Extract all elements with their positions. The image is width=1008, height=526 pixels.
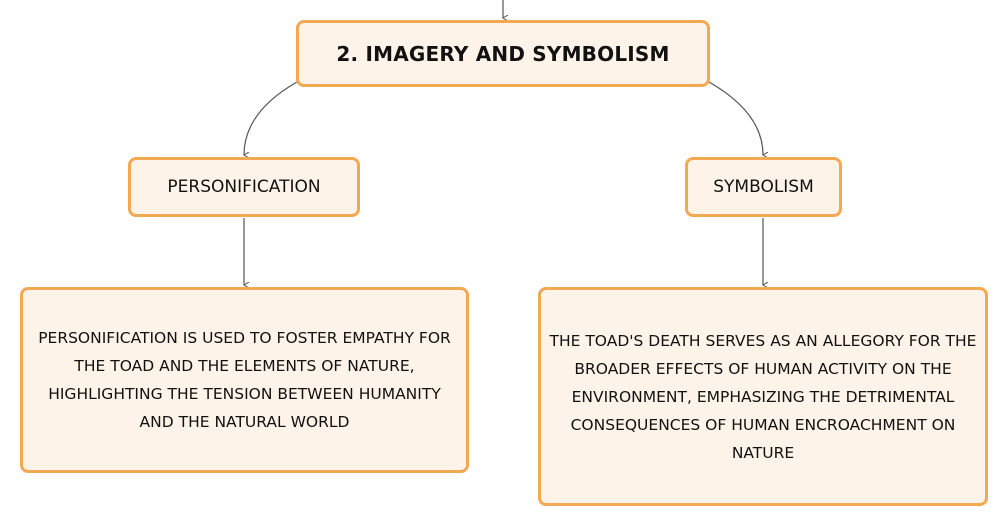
personification-description-text: PERSONIFICATION IS USED TO FOSTER EMPATH… <box>38 329 451 431</box>
symbolism-node: SYMBOLISM <box>685 157 842 217</box>
connector-root-to-symbolism <box>708 81 763 155</box>
symbolism-description-text: THE TOAD'S DEATH SERVES AS AN ALLEGORY F… <box>549 331 977 462</box>
personification-description-node: PERSONIFICATION IS USED TO FOSTER EMPATH… <box>20 287 469 473</box>
root-node-label: 2. IMAGERY AND SYMBOLISM <box>336 41 670 66</box>
root-node: 2. IMAGERY AND SYMBOLISM <box>296 20 710 87</box>
personification-node: PERSONIFICATION <box>128 157 360 217</box>
connector-root-to-personification <box>244 81 298 155</box>
personification-node-label: PERSONIFICATION <box>167 177 321 197</box>
symbolism-node-label: SYMBOLISM <box>713 177 814 197</box>
symbolism-description-node: THE TOAD'S DEATH SERVES AS AN ALLEGORY F… <box>538 287 988 506</box>
